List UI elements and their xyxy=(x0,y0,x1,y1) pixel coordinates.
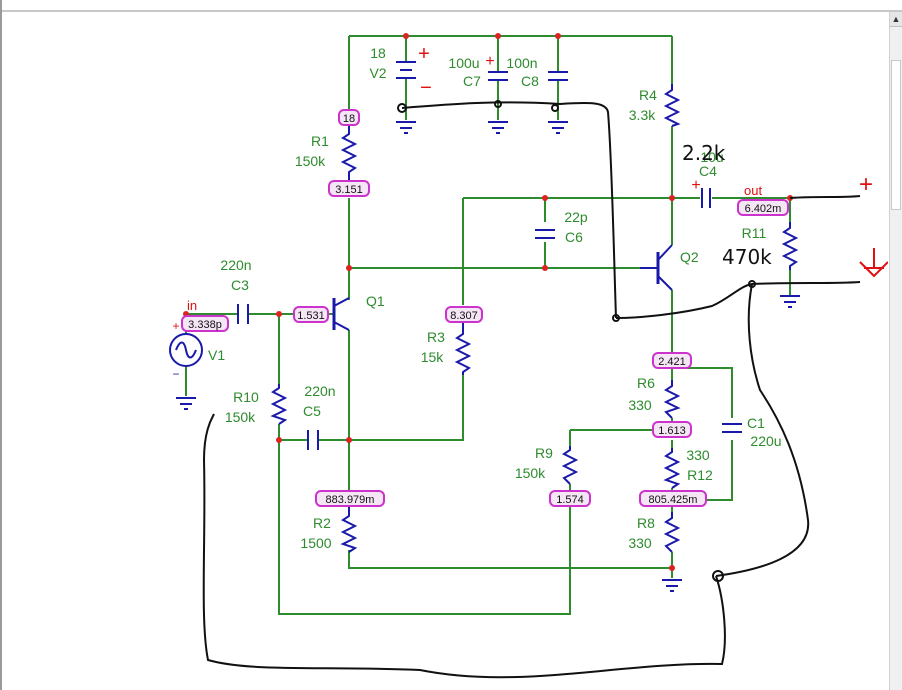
r4-value-label: 3.3k xyxy=(629,107,656,123)
r1-value-label: 150k xyxy=(295,153,326,169)
scroll-up-arrow-icon[interactable]: ▲ xyxy=(890,12,902,27)
output-plus-annotation: + xyxy=(859,171,873,198)
node-value-boxes xyxy=(181,109,789,507)
c6-name-label: C6 xyxy=(565,229,583,245)
r6-value-label: 330 xyxy=(628,397,652,413)
c1-value-label: 220u xyxy=(750,433,781,449)
resistor-r6 xyxy=(663,380,681,419)
r8-value-label: 330 xyxy=(628,535,652,551)
title-bar xyxy=(0,0,902,12)
resistor-r2 xyxy=(340,506,358,553)
node-voltage-n1574: 1.574 xyxy=(556,494,584,506)
resistor-r3 xyxy=(454,322,472,375)
r10-name-label: R10 xyxy=(233,389,259,405)
r11-name-label: R11 xyxy=(742,225,767,241)
r8-name-label: R8 xyxy=(637,515,655,531)
resistor-r8 xyxy=(663,512,681,553)
node-voltage-n8307: 8.307 xyxy=(450,310,478,322)
c8-name-label: C8 xyxy=(521,73,539,89)
v2-value-label: 18 xyxy=(370,45,386,61)
v2-plus-annotation: + xyxy=(418,43,430,65)
r4-name-label: R4 xyxy=(639,87,657,103)
c4-name-label: C4 xyxy=(699,163,717,179)
v1-minus-marker: − xyxy=(172,367,179,381)
node-voltage-n3151: 3.151 xyxy=(335,184,363,196)
c5-name-label: C5 xyxy=(303,403,321,419)
r6-name-label: R6 xyxy=(637,375,655,391)
c8-value-label: 100n xyxy=(506,55,537,71)
component-labels: 18 V2 100u C7 100n C8 R4 3.3k R1 150k 22… xyxy=(187,45,782,551)
resistor-r9 xyxy=(561,446,579,485)
r3-name-label: R3 xyxy=(427,329,445,345)
r12-value-label: 330 xyxy=(686,447,710,463)
v2-name-label: V2 xyxy=(369,65,386,81)
c3-name-label: C3 xyxy=(231,277,249,293)
node-voltage-n805: 805.425m xyxy=(649,494,698,506)
r1-name-label: R1 xyxy=(311,133,329,149)
node-voltage-n2421: 2.421 xyxy=(658,356,686,368)
c6-value-label: 22p xyxy=(564,209,588,225)
r11-handwritten-value: 470k xyxy=(722,245,772,269)
node-voltage-n6402: 6.402m xyxy=(745,203,782,215)
c7-value-label: 100u xyxy=(448,55,479,71)
window-border xyxy=(0,0,2,690)
resistor-r4 xyxy=(663,84,681,127)
c5-value-label: 220n xyxy=(304,383,335,399)
node-voltage-n1613: 1.613 xyxy=(658,425,686,437)
components xyxy=(169,61,800,592)
r10-value-label: 150k xyxy=(225,409,256,425)
c3-value-label: 220n xyxy=(220,257,251,273)
r2-name-label: R2 xyxy=(313,515,331,531)
node-value-texts: 18 3.151 6.402m 3.338p 1.531 8.307 2.421… xyxy=(188,113,781,506)
q1-name-label: Q1 xyxy=(366,293,385,309)
r4-handwritten-value: 2.2k xyxy=(682,141,726,165)
q2-name-label: Q2 xyxy=(680,249,699,265)
node-voltage-n1531: 1.531 xyxy=(297,310,325,322)
scrollbar-thumb[interactable] xyxy=(891,60,901,210)
c4-value-label: 10u xyxy=(700,149,723,165)
v1-name-label: V1 xyxy=(208,347,225,363)
r3-value-label: 15k xyxy=(421,349,445,365)
node-voltage-n3338: 3.338p xyxy=(188,319,222,331)
hand-drawn-wires xyxy=(202,100,861,679)
c7-name-label: C7 xyxy=(463,73,481,89)
node-voltage-n883: 883.979m xyxy=(326,494,375,506)
ground-annotation-icon xyxy=(859,248,888,278)
resistor-r10 xyxy=(270,384,288,425)
r12-name-label: R12 xyxy=(687,467,713,483)
junction-dots xyxy=(183,33,793,571)
wires xyxy=(185,35,791,615)
r2-value-label: 1500 xyxy=(300,535,331,551)
c1-name-label: C1 xyxy=(747,415,765,431)
resistor-r11 xyxy=(781,222,799,270)
out-node-label: out xyxy=(744,183,762,198)
ground-icon xyxy=(176,121,800,592)
r9-value-label: 150k xyxy=(515,465,546,481)
in-node-label: in xyxy=(187,298,197,313)
c7-polarity-plus: + xyxy=(485,53,494,70)
c4-polarity-plus: + xyxy=(691,177,700,194)
resistor-r12 xyxy=(663,448,681,489)
node-voltage-n18: 18 xyxy=(343,113,355,125)
r9-name-label: R9 xyxy=(535,445,553,461)
v2-minus-annotation: − xyxy=(420,77,432,99)
resistor-r1 xyxy=(340,126,358,182)
v1-plus-marker: + xyxy=(172,319,179,333)
hand-annotations: 2.2k 470k + − + + + + − xyxy=(172,43,873,381)
